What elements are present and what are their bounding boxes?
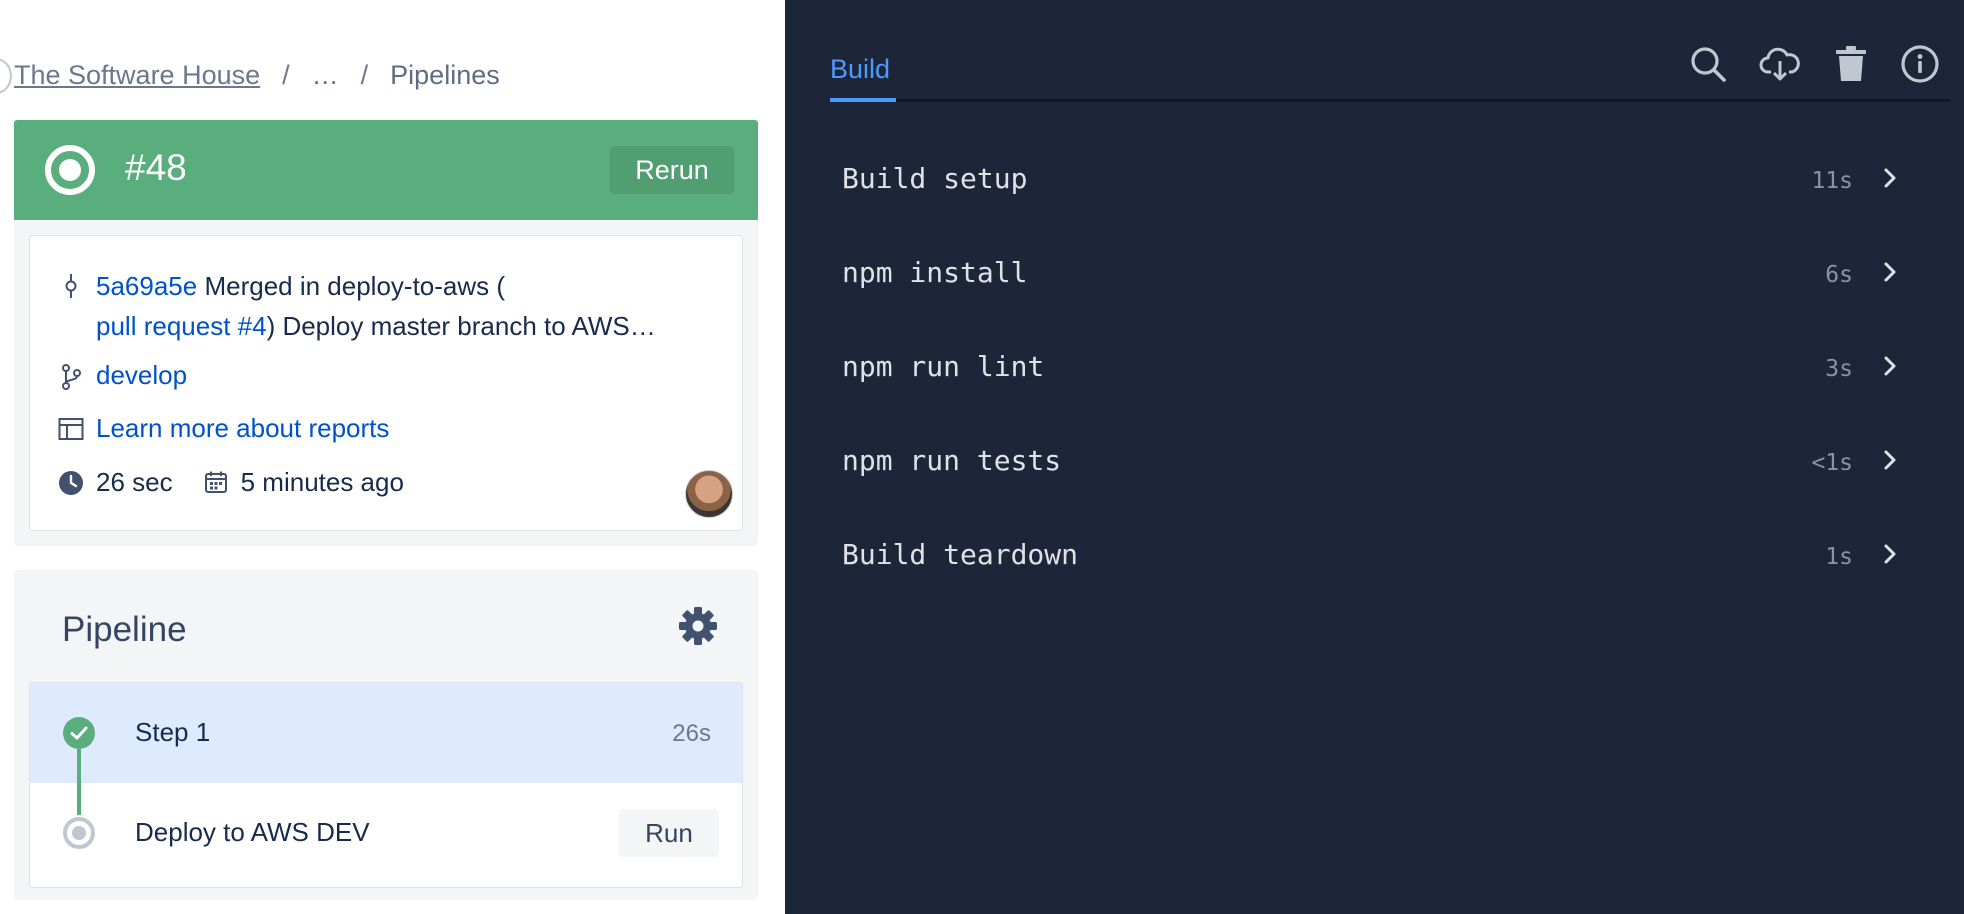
tab-build[interactable]: Build [830,54,891,84]
pipeline-step[interactable]: Deploy to AWS DEV Run [30,783,742,883]
log-step-duration: 11s [1811,168,1853,194]
step-label: Step 1 [135,717,211,747]
breadcrumb-workspace-link[interactable]: The Software House [14,60,261,90]
commit-hash-link[interactable]: 5a69a5e [96,271,198,301]
branch-link[interactable]: develop [96,360,188,390]
log-step-row[interactable]: npm run lint 3s [815,326,1935,406]
pipeline-title: Pipeline [62,610,187,649]
build-duration: 26 sec [96,467,173,497]
build-time-ago: 5 minutes ago [240,467,404,497]
reports-row: Learn more about reports [56,413,389,444]
commit-message-text: ) Deploy master branch to AWS… [266,311,656,341]
breadcrumb-separator: / [360,60,369,90]
pull-request-link[interactable]: pull request #4 [96,311,267,341]
clock-icon [56,470,86,496]
rerun-button[interactable]: Rerun [610,146,734,194]
pipeline-section: Pipeline Step 1 26s [14,570,758,900]
log-step-duration: 1s [1825,544,1853,570]
pipeline-steps-list: Step 1 26s Deploy to AWS DEV Run [29,682,743,888]
log-step-row[interactable]: npm run tests <1s [815,420,1935,500]
build-details-card: 5a69a5e Merged in deploy-to-aws ( pull r… [29,235,743,531]
step-label: Deploy to AWS DEV [135,817,370,847]
log-step-duration: 3s [1825,356,1853,382]
breadcrumb-current: Pipelines [390,60,500,90]
breadcrumb-ellipsis[interactable]: … [311,60,339,90]
chevron-right-icon [1884,262,1896,282]
build-number: #48 [125,147,187,188]
step-pending-icon [63,817,95,849]
step-success-icon [63,717,95,749]
commit-message-text: Merged in deploy-to-aws ( [197,271,506,301]
run-step-button[interactable]: Run [619,809,719,857]
commit-row: 5a69a5e Merged in deploy-to-aws ( pull r… [56,266,726,346]
log-step-row[interactable]: Build teardown 1s [815,514,1935,594]
log-step-label: Build setup [842,162,1028,195]
step-connector [77,749,81,815]
reports-icon [56,417,86,441]
avatar[interactable] [685,470,733,518]
log-step-duration: 6s [1825,262,1853,288]
learn-more-reports-link[interactable]: Learn more about reports [96,413,390,443]
breadcrumb-separator: / [282,60,290,90]
build-log-panel: Build Build setup 11s npm install 6s npm… [785,0,1964,914]
tab-divider [830,99,1950,102]
breadcrumb: The Software House / … / Pipelines [14,60,500,91]
collapse-handle[interactable] [0,58,12,94]
tab-active-indicator [830,98,896,102]
download-cloud-icon[interactable] [1759,44,1800,84]
log-step-row[interactable]: npm install 6s [815,232,1935,312]
calendar-icon [201,470,231,494]
chevron-right-icon [1884,544,1896,564]
step-duration: 26s [672,720,711,747]
info-icon[interactable] [1900,44,1940,84]
branch-icon [56,364,86,390]
log-step-label: Build teardown [842,538,1079,571]
gear-icon[interactable] [676,604,720,648]
branch-row: develop [56,360,187,391]
pipeline-step[interactable]: Step 1 26s [30,683,742,783]
log-step-label: npm run tests [842,444,1062,477]
chevron-right-icon [1884,168,1896,188]
chevron-right-icon [1884,450,1896,470]
log-step-row[interactable]: Build setup 11s [815,138,1935,218]
log-step-duration: <1s [1811,450,1853,476]
log-step-label: npm run lint [842,350,1045,383]
search-icon[interactable] [1688,44,1728,84]
timing-row: 26 sec 5 minutes ago [56,467,404,498]
build-details-container: 5a69a5e Merged in deploy-to-aws ( pull r… [14,220,758,546]
pipeline-detail-panel: The Software House / … / Pipelines #48 R… [0,0,785,914]
build-status-icon [45,145,95,195]
chevron-right-icon [1884,356,1896,376]
trash-icon[interactable] [1833,44,1873,84]
log-step-label: npm install [842,256,1028,289]
commit-icon [56,272,86,300]
build-status-header: #48 Rerun [14,120,758,220]
commit-message: 5a69a5e Merged in deploy-to-aws ( pull r… [96,266,726,346]
